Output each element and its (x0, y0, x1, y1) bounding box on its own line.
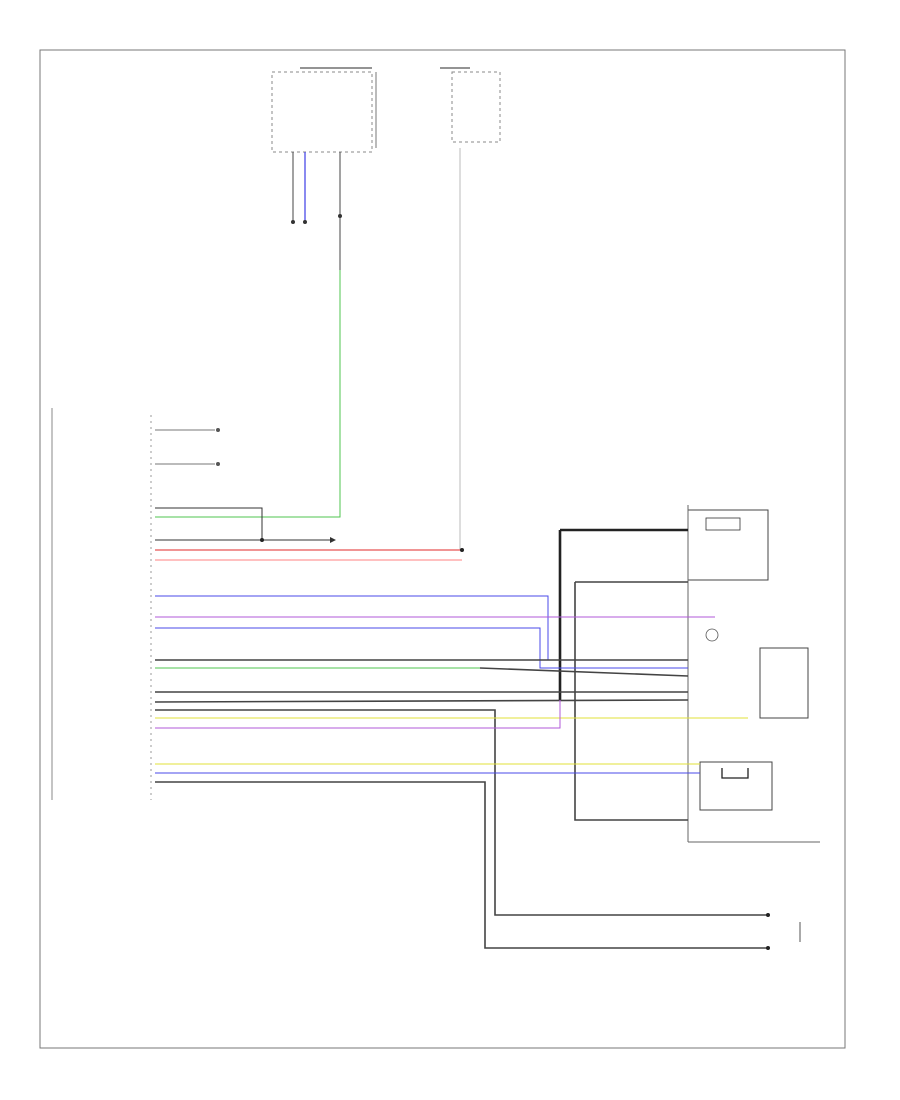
pressure-switch-icon (699, 761, 773, 811)
green-wire (155, 270, 341, 518)
splice-dot-icon (260, 538, 264, 542)
left-module (51, 408, 152, 800)
dark-wire-6 (155, 781, 768, 949)
dark-wire-5 (155, 709, 768, 916)
dark-wire-2 (479, 667, 689, 677)
splice-dot-icon (766, 946, 770, 950)
top-right-connector (440, 67, 501, 550)
purple-wire-2 (155, 700, 561, 729)
diagram-frame (39, 49, 846, 1049)
blue-wire-2 (155, 627, 688, 669)
ref-arrow-1 (216, 428, 220, 432)
arrow-icon (330, 537, 336, 543)
splice-dot-icon (766, 913, 770, 917)
splice-dot-icon (460, 548, 464, 552)
right-upper-module (687, 509, 769, 581)
black-wire-1 (155, 507, 263, 540)
actuator-module (705, 628, 809, 719)
ref-arrow-2 (216, 462, 220, 466)
top-left-connector (271, 67, 377, 270)
gray-bus-2 (574, 581, 688, 821)
dark-wire-4 (154, 699, 689, 703)
